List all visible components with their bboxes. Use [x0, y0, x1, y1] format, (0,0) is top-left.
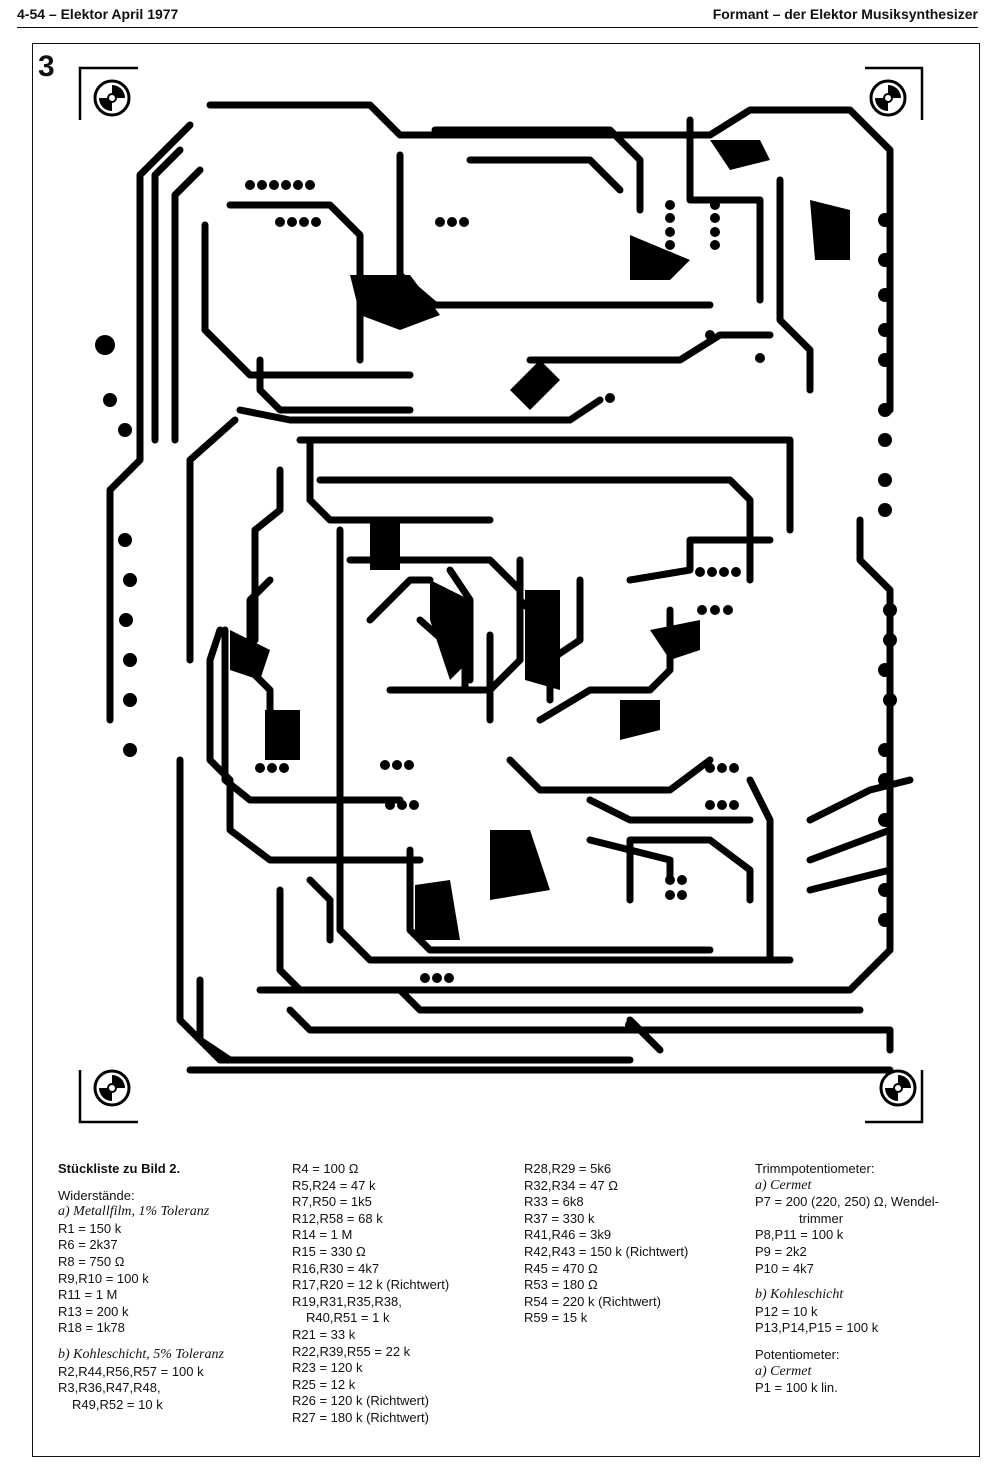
registration-targets [93, 79, 917, 1107]
figure-number: 3 [38, 50, 55, 83]
parts-item: R12,R58 = 68 k [292, 1210, 383, 1226]
parts-item: trimmer [799, 1210, 844, 1226]
parts-item: R49,R52 = 10 k [72, 1396, 163, 1412]
parts-column-2: R4 = 100 Ω R5,R24 = 47 k R7,R50 = 1k5 R1… [292, 1161, 449, 1427]
corner-mark-br [865, 1070, 924, 1124]
parts-item: R25 = 12 k [292, 1376, 356, 1392]
parts-item: R14 = 1 M [292, 1227, 353, 1243]
parts-item: R32,R34 = 47 Ω [524, 1177, 618, 1193]
parts-item: P13,P14,P15 = 100 k [755, 1320, 879, 1336]
parts-item: P10 = 4k7 [755, 1260, 814, 1276]
pcb-traces [106, 101, 914, 1074]
parts-item: R17,R20 = 12 k (Richtwert) [292, 1277, 450, 1293]
parts-item: R27 = 180 k (Richtwert) [292, 1409, 429, 1425]
pot-cermet-heading: a) Cermet [755, 1363, 812, 1379]
parts-item: R5,R24 = 47 k [292, 1177, 376, 1193]
parts-item: R8 = 750 Ω [58, 1253, 125, 1269]
parts-item: R6 = 2k37 [58, 1237, 118, 1253]
parts-item: R1 = 150 k [58, 1220, 122, 1236]
parts-item: R41,R46 = 3k9 [524, 1227, 612, 1243]
pcb-pads-fill [230, 140, 850, 940]
parts-item: R42,R43 = 150 k (Richtwert) [524, 1243, 689, 1259]
parts-item: R11 = 1 M [58, 1287, 118, 1303]
parts-item: R26 = 120 k (Richtwert) [292, 1393, 429, 1409]
page-header-right: Formant – der Elektor Musiksynthesizer [712, 6, 978, 22]
parts-column-4: Trimmpotentiometer: a) Cermet P7 = 200 (… [755, 1161, 939, 1397]
corner-mark-tr [865, 66, 924, 120]
carbon-film-heading: b) Kohleschicht, 5% Toleranz [58, 1346, 224, 1362]
parts-item: R33 = 6k8 [524, 1194, 584, 1210]
parts-item: R40,R51 = 1 k [306, 1310, 390, 1326]
trimmer-heading: Trimmpotentiometer: [755, 1161, 875, 1176]
parts-item: P7 = 200 (220, 250) Ω, Wendel- [755, 1194, 940, 1210]
cermet-heading: a) Cermet [755, 1177, 812, 1193]
parts-item: R53 = 180 Ω [524, 1277, 598, 1293]
parts-item: R3,R36,R47,R48, [58, 1380, 161, 1396]
parts-item: P12 = 10 k [755, 1303, 818, 1319]
corner-mark-tl [78, 66, 138, 120]
parts-item: R15 = 330 Ω [292, 1243, 366, 1259]
parts-item: R19,R31,R35,R38, [292, 1293, 402, 1309]
parts-item: R59 = 15 k [524, 1310, 588, 1326]
parts-item: R54 = 220 k (Richtwert) [524, 1293, 661, 1309]
parts-item: R4 = 100 Ω [292, 1161, 359, 1176]
header-rule [17, 27, 978, 28]
parts-item: R9,R10 = 100 k [58, 1270, 149, 1286]
parts-item: R28,R29 = 5k6 [524, 1161, 612, 1176]
parts-list-title: Stückliste zu Bild 2. [58, 1161, 181, 1176]
figure-frame [32, 43, 980, 1457]
parts-column-1: Stückliste zu Bild 2. Widerstände: a) Me… [58, 1161, 224, 1413]
resistors-heading: Widerstände: [58, 1187, 135, 1203]
parts-item: R45 = 470 Ω [524, 1260, 598, 1276]
parts-item: R37 = 330 k [524, 1210, 595, 1226]
parts-item: P9 = 2k2 [755, 1243, 807, 1259]
parts-item: P1 = 100 k lin. [755, 1380, 838, 1396]
parts-column-3: R28,R29 = 5k6 R32,R34 = 47 Ω R33 = 6k8 R… [524, 1161, 688, 1327]
potentiometer-heading: Potentiometer: [755, 1346, 840, 1362]
metal-film-heading: a) Metallfilm, 1% Toleranz [58, 1204, 210, 1220]
parts-item: R22,R39,R55 = 22 k [292, 1343, 411, 1359]
pcb-layout-drawing [78, 66, 924, 1124]
parts-item: P8,P11 = 100 k [755, 1227, 844, 1243]
parts-item: R16,R30 = 4k7 [292, 1260, 380, 1276]
parts-item: R2,R44,R56,R57 = 100 k [58, 1363, 204, 1379]
pcb-component-pads [95, 180, 897, 1030]
page-header-left: 4-54 – Elektor April 1977 [17, 6, 179, 22]
parts-item: R7,R50 = 1k5 [292, 1194, 372, 1210]
corner-mark-bl [78, 1070, 138, 1124]
carbon-heading: b) Kohleschicht [755, 1287, 844, 1303]
parts-item: R23 = 120 k [292, 1360, 363, 1376]
parts-item: R13 = 200 k [58, 1303, 129, 1319]
parts-item: R18 = 1k78 [58, 1320, 125, 1336]
parts-item: R21 = 33 k [292, 1326, 356, 1342]
